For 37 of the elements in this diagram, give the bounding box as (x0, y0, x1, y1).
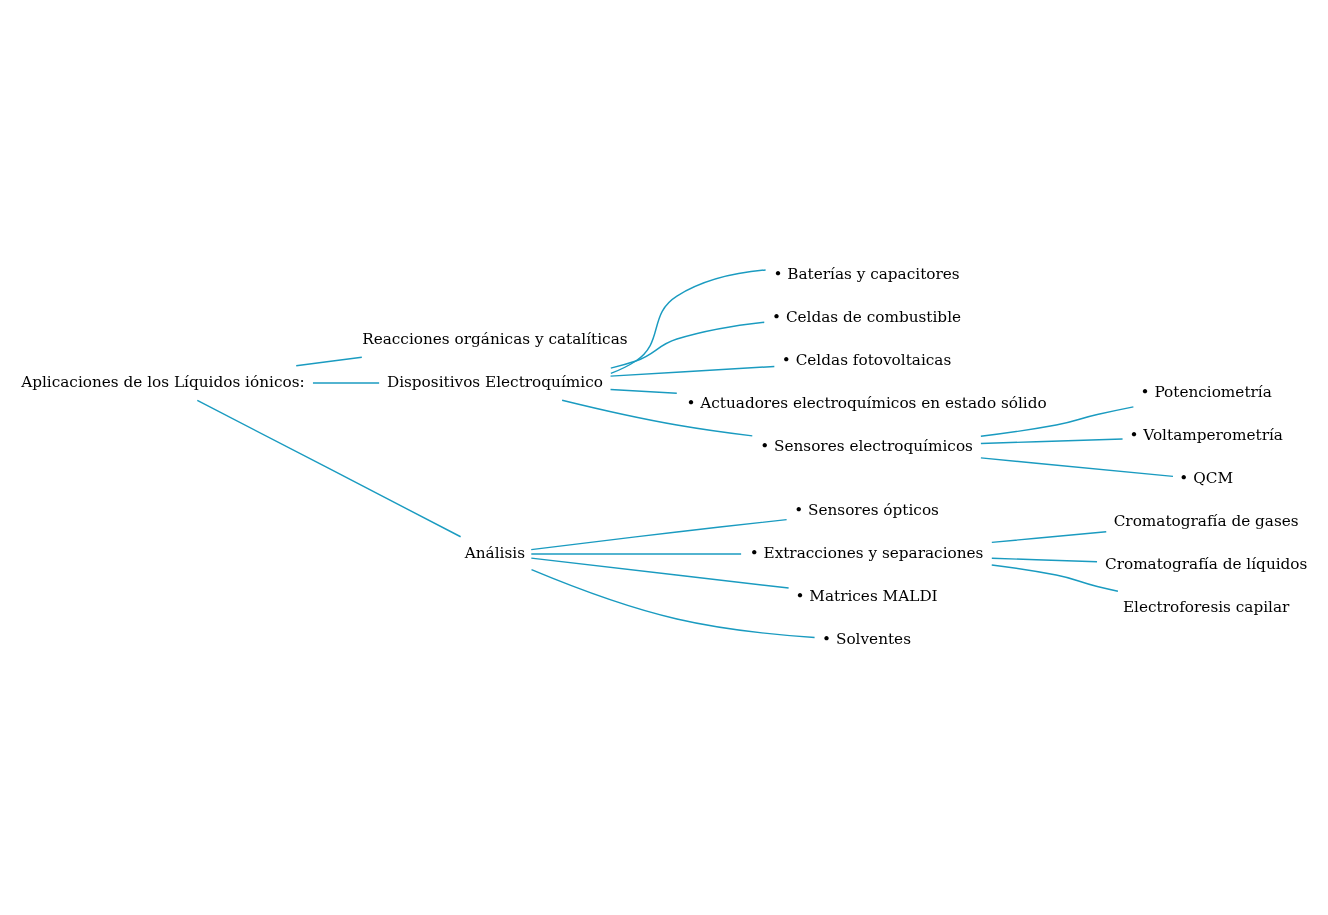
connector (196, 399, 462, 538)
connector (561, 399, 753, 437)
connector (609, 365, 776, 377)
connector (980, 406, 1135, 437)
node-text: Dispositivos Electroquímico (386, 372, 603, 391)
node-text: Cromatografía de líquidos (1104, 555, 1308, 574)
connector (610, 321, 765, 369)
node-text: • Potenciometría (1140, 383, 1272, 402)
connector (295, 356, 363, 367)
node-text: • Baterías y capacitores (773, 264, 960, 283)
node-text: • QCM (1179, 469, 1234, 488)
connector (980, 438, 1124, 445)
node-text: • Extracciones y separaciones (749, 543, 984, 562)
node-text: • Voltamperometría (1129, 426, 1283, 445)
node-text: Reacciones orgánicas y catalíticas (362, 329, 628, 348)
connector (991, 564, 1119, 592)
node-text: • Matrices MALDI (795, 586, 938, 605)
connector (530, 557, 790, 589)
connector (609, 388, 678, 394)
node-text: • Sensores electroquímicos (760, 436, 973, 455)
node-text: Electroforesis capilar (1122, 598, 1290, 617)
connector (530, 553, 742, 555)
node-text: Análisis (464, 543, 526, 562)
node-text: • Celdas de combustible (772, 307, 962, 326)
connector (610, 269, 767, 375)
connector (530, 518, 788, 551)
node-text: • Actuadores electroquímicos en estado sólido (686, 393, 1047, 412)
connector (991, 531, 1107, 544)
connector (312, 382, 380, 384)
connector (530, 568, 816, 639)
node-text: • Celdas fotovoltaicas (781, 350, 952, 369)
node-text: • Sensores ópticos (794, 500, 939, 519)
node-text: Aplicaciones de los Líquidos iónicos: (21, 372, 305, 391)
connector (980, 457, 1174, 478)
node-text: Cromatografía de gases (1113, 512, 1299, 531)
node-text: • Solventes (822, 629, 911, 648)
connector (991, 557, 1098, 563)
